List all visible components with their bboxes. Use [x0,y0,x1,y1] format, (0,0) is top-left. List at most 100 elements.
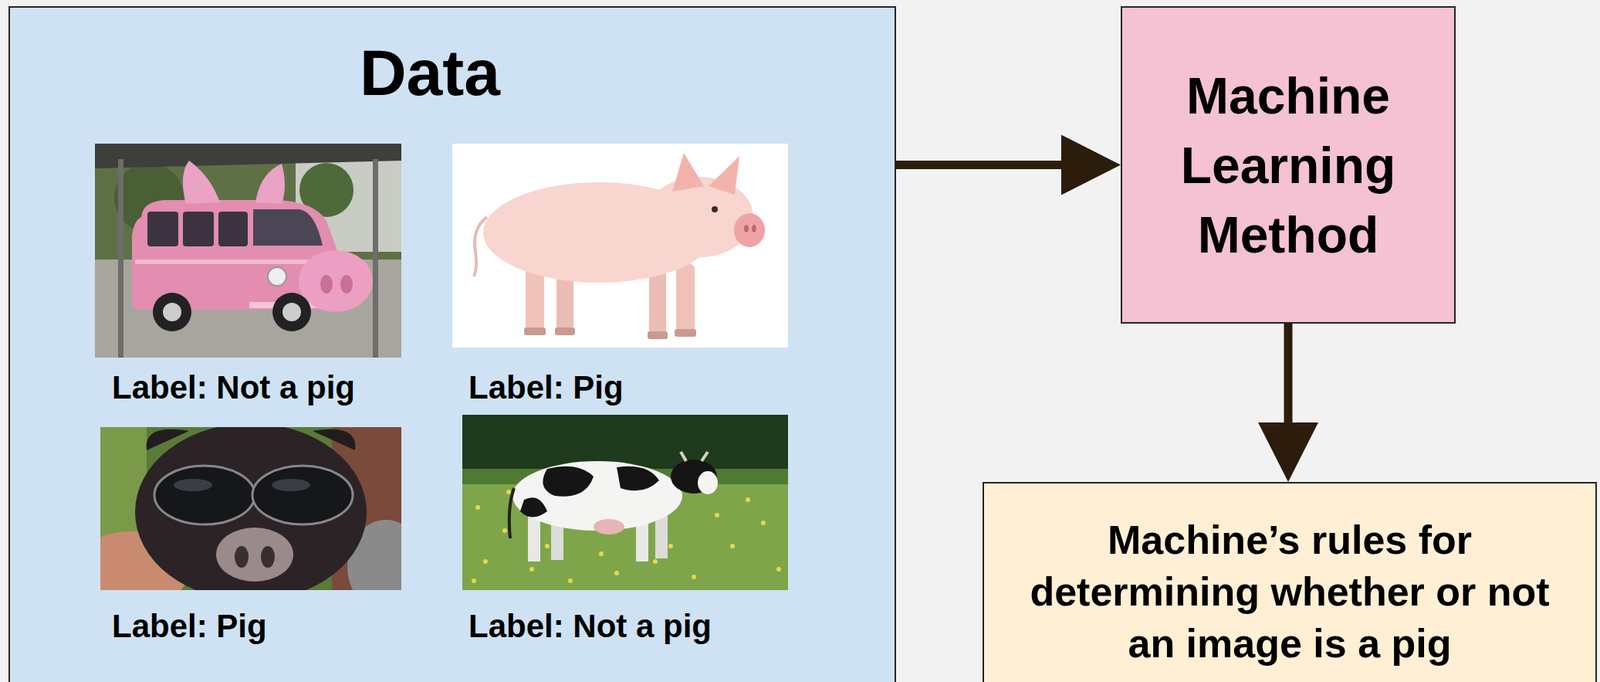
data-panel: DataLabel: Not a pigLabel: PigLabel: Pig… [8,6,897,682]
illustration-part [647,331,668,339]
illustration-part [271,478,311,491]
illustration-part [473,216,488,277]
illustration-part [147,211,179,247]
illustration-part [502,527,508,533]
illustration-part [471,578,477,583]
illustration-part [542,466,594,497]
image-label: Label: Not a pig [468,606,712,646]
illustration-part [267,267,287,286]
illustration-part [745,497,751,502]
illustration-part [255,163,285,204]
arrow-head [1258,422,1319,482]
illustration-part [475,504,481,510]
illustration-part [616,466,660,491]
illustration-part [100,531,190,590]
arrow-shaft [1284,323,1293,424]
illustration-part [544,543,550,548]
illustration-part [714,512,720,518]
illustration-part [711,206,718,213]
illustration-part [551,514,564,560]
flow-arrow [1258,323,1319,482]
illustration-part [652,558,658,564]
illustration-part [154,465,255,525]
illustration-part [94,143,402,358]
illustration-part [94,143,402,169]
label-slot: Label: Pig [468,368,624,407]
illustration-part [320,274,333,294]
illustration-part [252,465,353,525]
illustration-part [182,160,220,204]
illustration-part [135,259,329,264]
illustration-part [483,182,715,283]
box-text: Machine Learning Method [1129,60,1447,270]
illustration-part [462,414,789,477]
illustration-part [598,551,604,556]
illustration-part [674,328,697,337]
illustration-part [670,459,718,494]
image-label: Label: Pig [468,368,624,407]
label-slot: Label: Pig [111,606,268,646]
illustration-part [162,302,182,322]
illustration-part [253,209,323,246]
black-pig-photo [100,426,402,590]
illustration-part [506,489,511,494]
pig-van-photo [94,143,402,358]
illustration-part [730,543,735,548]
illustration-part [154,487,352,491]
illustration-part [655,513,668,559]
illustration-part [298,250,373,312]
illustration-part [672,152,704,192]
box-text: Machine’s rules for determining whether … [1015,514,1564,670]
illustration-part [452,143,789,348]
illustration-part [462,468,789,484]
illustration-part [668,543,674,548]
illustration-part [114,162,184,233]
image-label: Label: Not a pig [111,368,356,407]
illustration-part [100,426,402,590]
illustration-part [751,224,757,233]
cow-photo [462,414,789,590]
illustration-part [761,520,766,525]
illustration-part [299,162,354,217]
illustration-part [676,263,695,335]
illustration-part [554,327,576,335]
flow-arrow [896,135,1121,196]
illustration-part [520,497,548,517]
illustration-part [680,451,708,461]
image-label: Label: Pig [111,606,268,646]
illustration-part [272,292,312,332]
illustration-part [462,414,789,590]
illustration-part [527,514,541,562]
illustration-part [568,578,573,583]
illustration-part [593,518,625,535]
label-slot: Label: Not a pig [111,368,356,407]
illustration-part [649,267,667,337]
illustration-part [260,545,275,568]
illustration-part [524,327,546,335]
box-text: Data [10,33,850,112]
illustration-part [645,176,754,258]
illustration-part [347,519,402,590]
illustration-part [776,566,782,572]
illustration-part [173,478,213,491]
illustration-part [525,267,545,333]
illustration-part [312,429,356,450]
illustration-part [282,302,302,322]
illustration-part [340,274,353,294]
arrow-shaft [896,160,1063,170]
illustration-part [509,487,515,538]
illustration-part [331,426,402,590]
illustration-part [697,470,718,494]
output-box: Machine’s rules for determining whether … [982,481,1597,682]
illustration-part [734,213,765,247]
illustration-part [635,514,649,562]
illustration-part [152,292,192,332]
illustration-part [100,426,147,590]
illustration-part [182,211,214,247]
illustration-part [249,301,342,308]
label-slot: Label: Not a pig [468,606,712,646]
pig-photo [452,143,789,348]
illustration-part [295,158,402,252]
illustration-part [94,143,402,260]
